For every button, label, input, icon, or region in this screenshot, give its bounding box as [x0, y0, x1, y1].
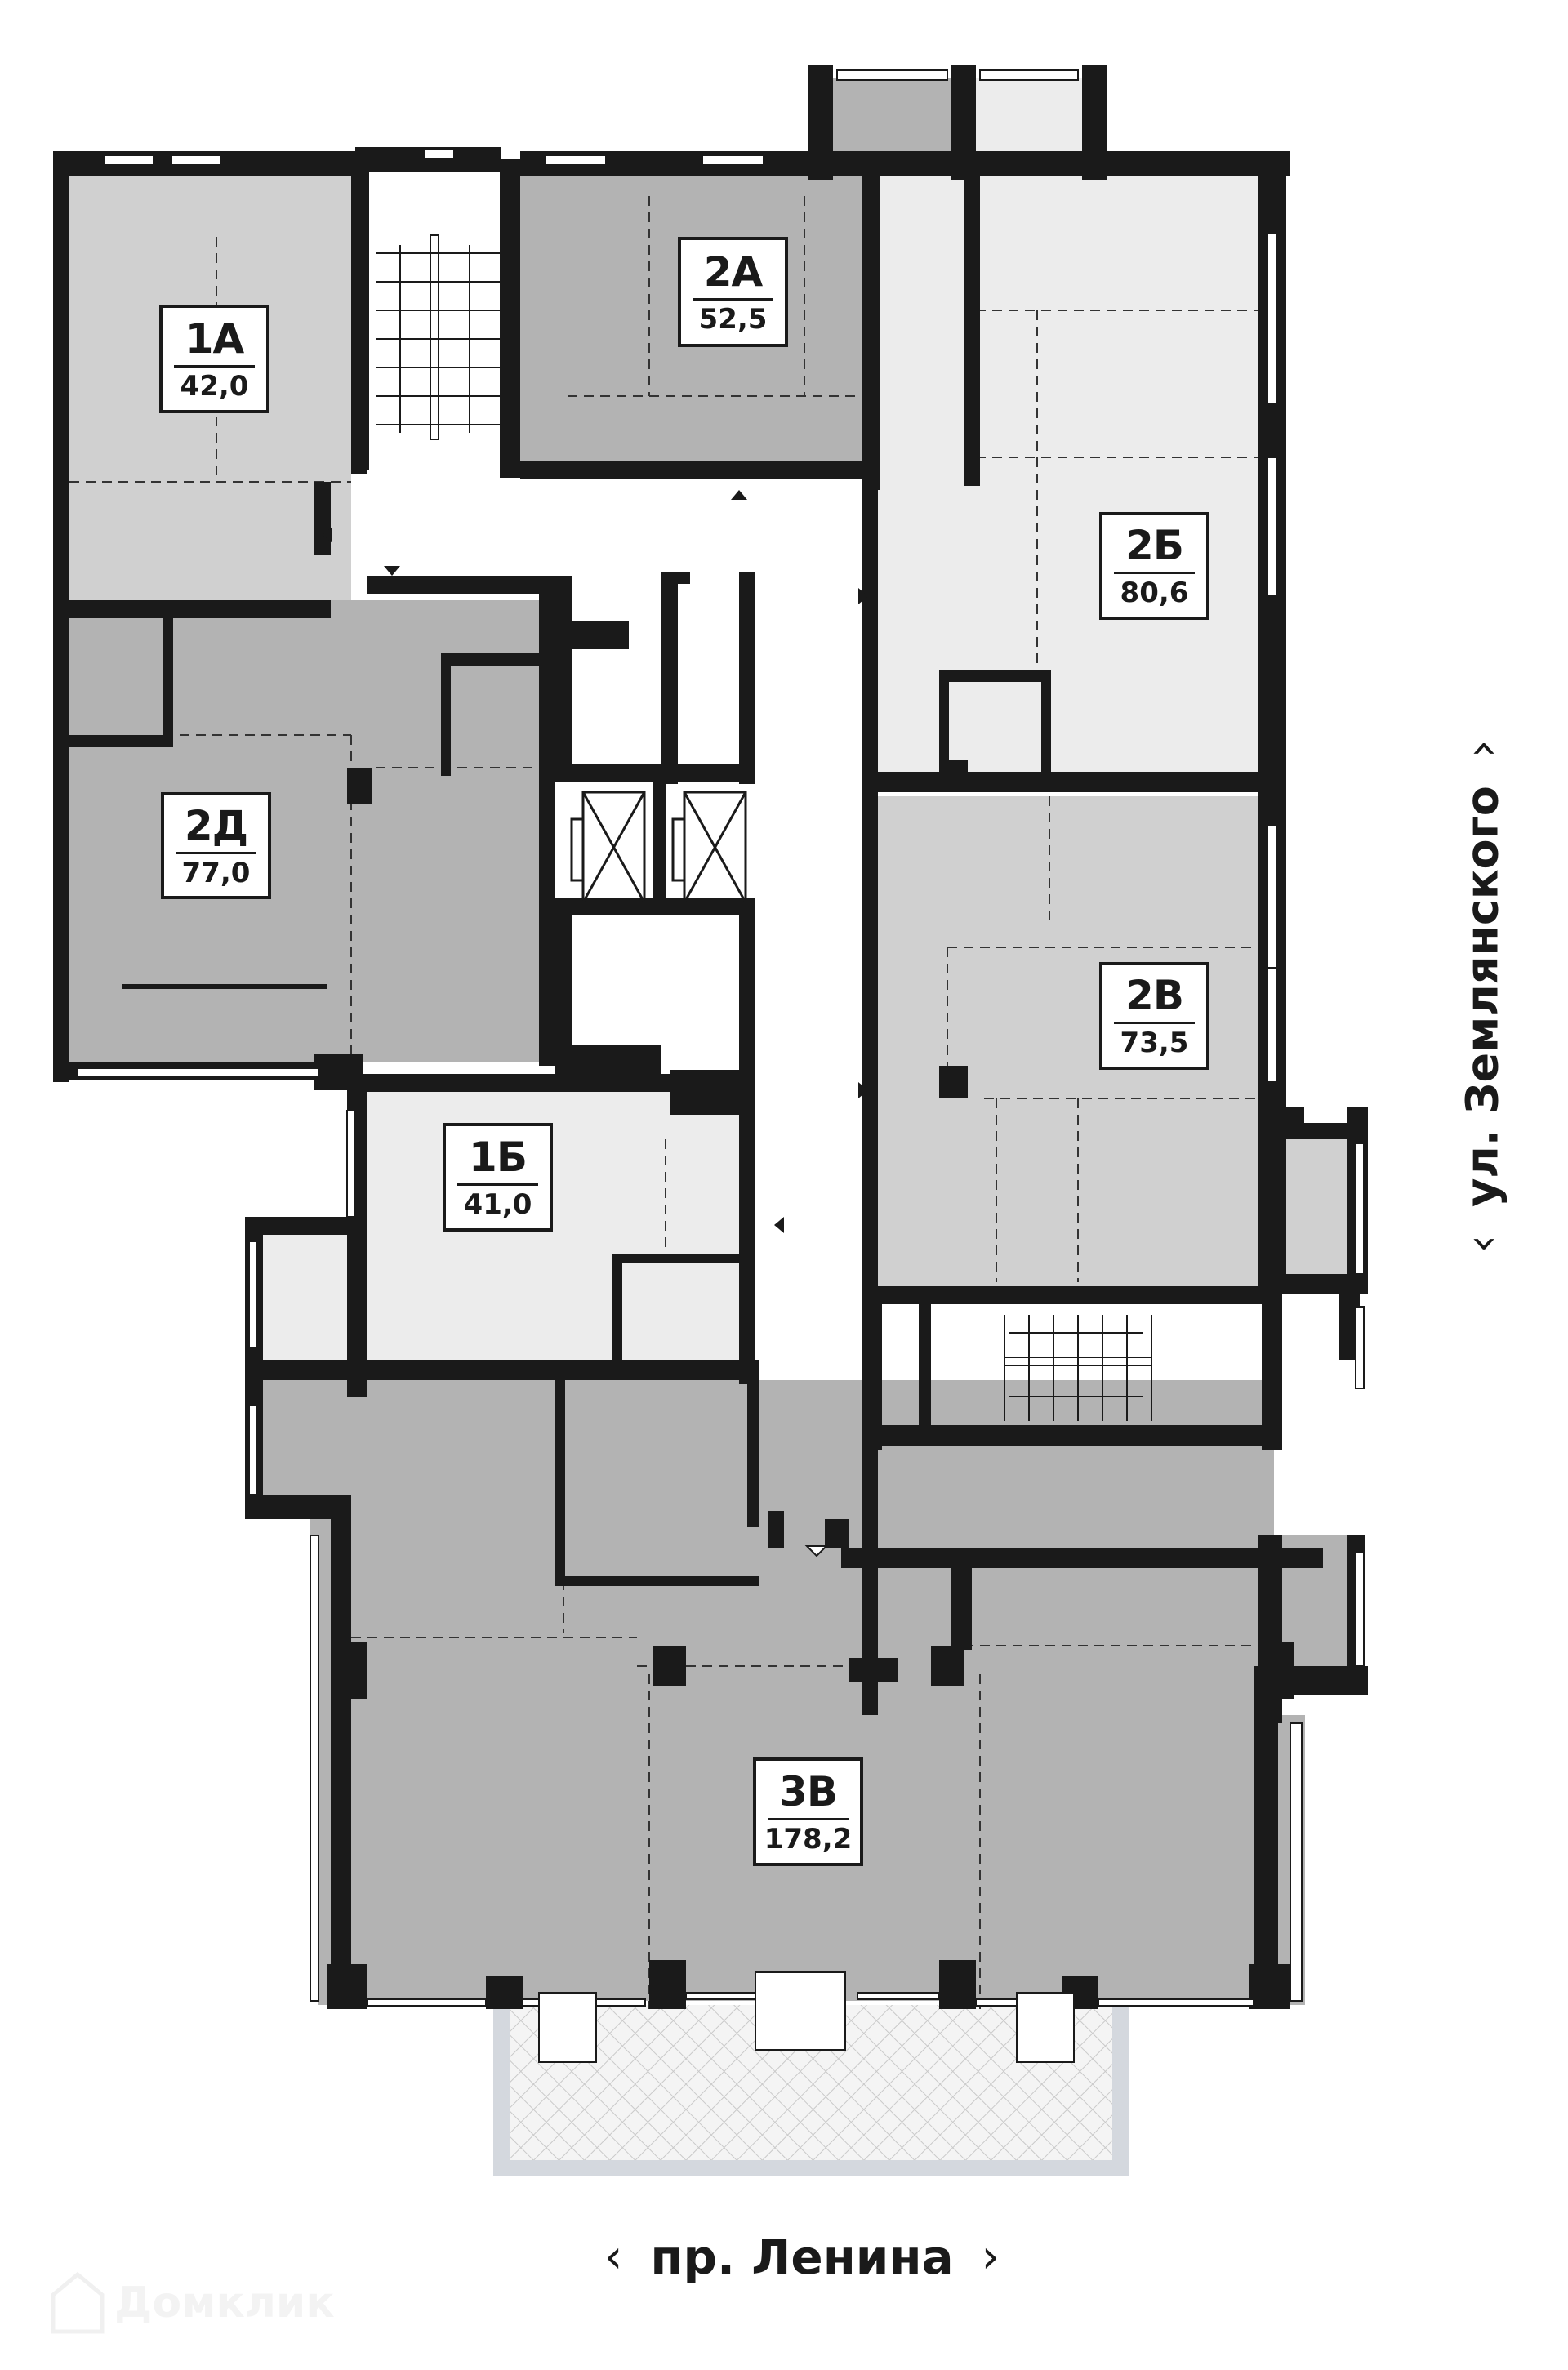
unit-label-1a[interactable]: 1А 42,0	[159, 305, 270, 413]
street-label-zemlyanskogo: ‹ ул. Землянского ›	[1455, 739, 1508, 1254]
unit-3v-area[interactable]	[310, 1380, 1274, 2001]
windows	[77, 69, 1365, 2007]
walls	[53, 65, 1368, 2009]
unit-area: 52,5	[698, 302, 768, 336]
unit-area: 77,0	[181, 856, 251, 889]
vestibules[interactable]	[538, 1971, 1075, 2063]
unit-area: 178,2	[764, 1822, 853, 1855]
house-logo-icon	[51, 2271, 105, 2334]
unit-label-1b[interactable]: 1Б 41,0	[443, 1123, 553, 1232]
unit-code: 1А	[185, 314, 244, 363]
unit-code: 1Б	[469, 1133, 528, 1181]
unit-label-2v[interactable]: 2В 73,5	[1099, 962, 1209, 1070]
street-label-lenina: ‹ пр. Ленина ›	[604, 2230, 1000, 2285]
unit-area: 73,5	[1120, 1027, 1189, 1059]
unit-code: 2А	[703, 247, 763, 296]
divider	[1113, 572, 1196, 574]
arrow-icon	[731, 490, 747, 500]
chevron-left-icon: ‹	[1455, 1234, 1508, 1254]
watermark: Домклик	[49, 2270, 335, 2336]
arrow-icon	[774, 1217, 784, 1233]
unit-code: 2Б	[1125, 522, 1184, 569]
unit-label-2d[interactable]: 2Д 77,0	[161, 792, 271, 899]
elevators	[570, 791, 747, 904]
stairs	[376, 234, 1152, 1421]
unit-code: 2В	[1125, 972, 1184, 1019]
unit-1b-area[interactable]	[368, 1086, 755, 1364]
unit-code: 3В	[779, 1767, 838, 1815]
arrow-icon	[384, 566, 400, 576]
entrance-arrows	[323, 490, 868, 1557]
divider	[1113, 1022, 1196, 1024]
street-name: ул. Землянского	[1456, 786, 1508, 1207]
unit-2b-area[interactable]	[875, 176, 1258, 784]
unit-label-2b[interactable]: 2Б 80,6	[1099, 512, 1209, 620]
unit-2d-area[interactable]	[69, 600, 551, 1062]
arrow-icon	[804, 1545, 829, 1557]
chevron-left-icon: ‹	[604, 2230, 623, 2283]
column	[347, 776, 372, 800]
unit-code: 2Д	[184, 801, 248, 849]
divider	[692, 297, 774, 301]
chevron-right-icon: ›	[1455, 739, 1508, 759]
chevron-right-icon: ›	[981, 2230, 1000, 2283]
divider	[457, 1183, 539, 1186]
divider	[173, 364, 256, 368]
unit-area: 80,6	[1120, 577, 1189, 609]
divider	[175, 851, 257, 854]
arrow-icon	[858, 588, 868, 604]
unit-area: 42,0	[180, 369, 249, 403]
room-dividers	[69, 196, 1262, 2009]
unit-label-2a[interactable]: 2А 52,5	[678, 237, 788, 347]
arrow-icon	[323, 527, 332, 543]
arrow-icon	[858, 1082, 868, 1098]
unit-label-3v[interactable]: 3В 178,2	[753, 1757, 863, 1866]
watermark-text: Домклик	[114, 2279, 335, 2328]
divider	[767, 1817, 849, 1820]
street-name: пр. Ленина	[650, 2230, 954, 2285]
unit-area: 41,0	[463, 1187, 532, 1221]
